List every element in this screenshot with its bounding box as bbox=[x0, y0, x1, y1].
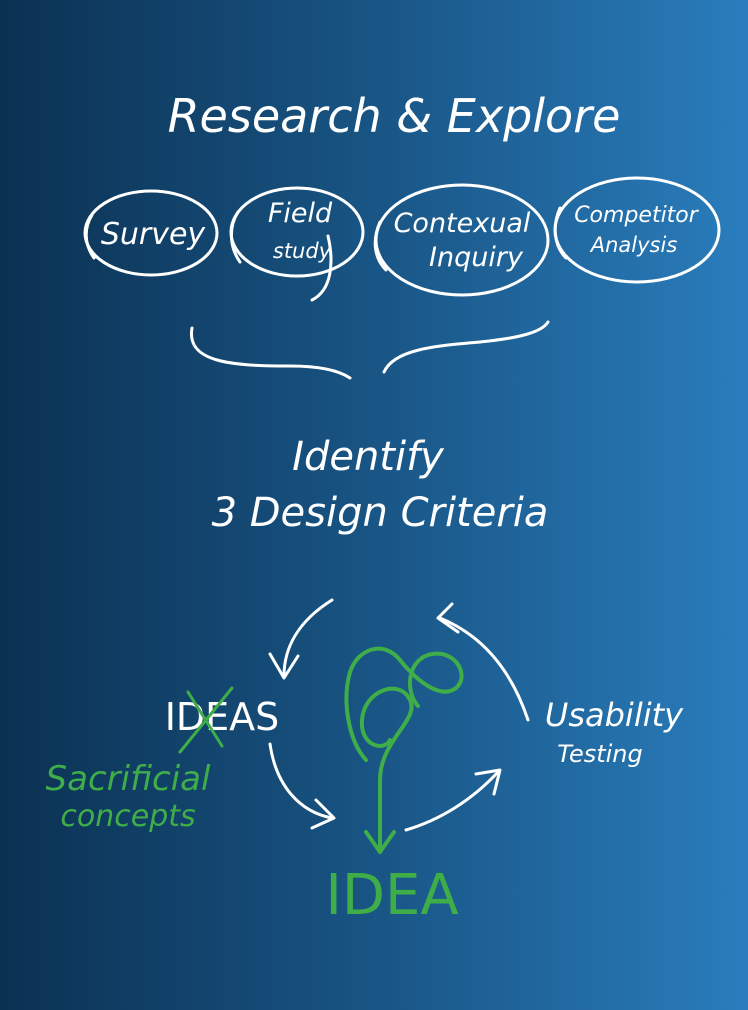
method-contexual-inquiry: Contexual Inquiry bbox=[373, 183, 550, 297]
arrow-head bbox=[436, 602, 460, 634]
brace-right bbox=[382, 320, 550, 374]
method-oval bbox=[374, 183, 550, 297]
oval-tail bbox=[553, 206, 568, 260]
criteria-line1: Identify bbox=[292, 434, 445, 480]
method-oval bbox=[553, 176, 721, 284]
method-label-line1: Contexual bbox=[394, 208, 531, 239]
arrow-head bbox=[310, 798, 336, 830]
arrow-idea-to-usability bbox=[404, 768, 502, 832]
oval-tail bbox=[373, 220, 388, 272]
method-label-line2: Inquiry bbox=[429, 242, 524, 273]
arrow-usability-to-criteria bbox=[436, 602, 530, 722]
idea-arrow-head bbox=[364, 830, 396, 854]
sacrificial-line1: Sacrificial bbox=[46, 759, 211, 799]
ideas-strike-mark bbox=[178, 686, 234, 754]
method-label-line2: Analysis bbox=[589, 233, 678, 257]
usability-line1: Usability bbox=[545, 696, 684, 734]
method-label-line1: Competitor bbox=[574, 203, 700, 228]
arrow-head bbox=[268, 652, 300, 680]
method-competitor-analysis: Competitor Analysis bbox=[553, 176, 721, 284]
arrow-head bbox=[474, 768, 502, 796]
oval-tail bbox=[84, 213, 96, 260]
criteria-line2: 3 Design Criteria bbox=[212, 490, 549, 536]
arrow-criteria-to-ideas bbox=[268, 598, 334, 680]
oval-tail bbox=[230, 210, 242, 264]
arrow-ideas-to-idea bbox=[268, 742, 336, 830]
field-study-drop bbox=[310, 234, 333, 302]
idea-label: IDEA bbox=[325, 863, 458, 928]
method-label: Survey bbox=[101, 217, 207, 252]
brace-left bbox=[190, 326, 352, 380]
method-label-line2: study bbox=[273, 239, 332, 263]
method-field-study: Field study bbox=[229, 186, 365, 302]
usability-line2: Testing bbox=[557, 740, 643, 768]
sacrificial-line2: concepts bbox=[60, 799, 195, 834]
title: Research & Explore bbox=[168, 89, 621, 143]
method-label-line1: Field bbox=[268, 198, 333, 229]
method-survey: Survey bbox=[83, 189, 219, 277]
idea-seedling bbox=[344, 646, 464, 854]
